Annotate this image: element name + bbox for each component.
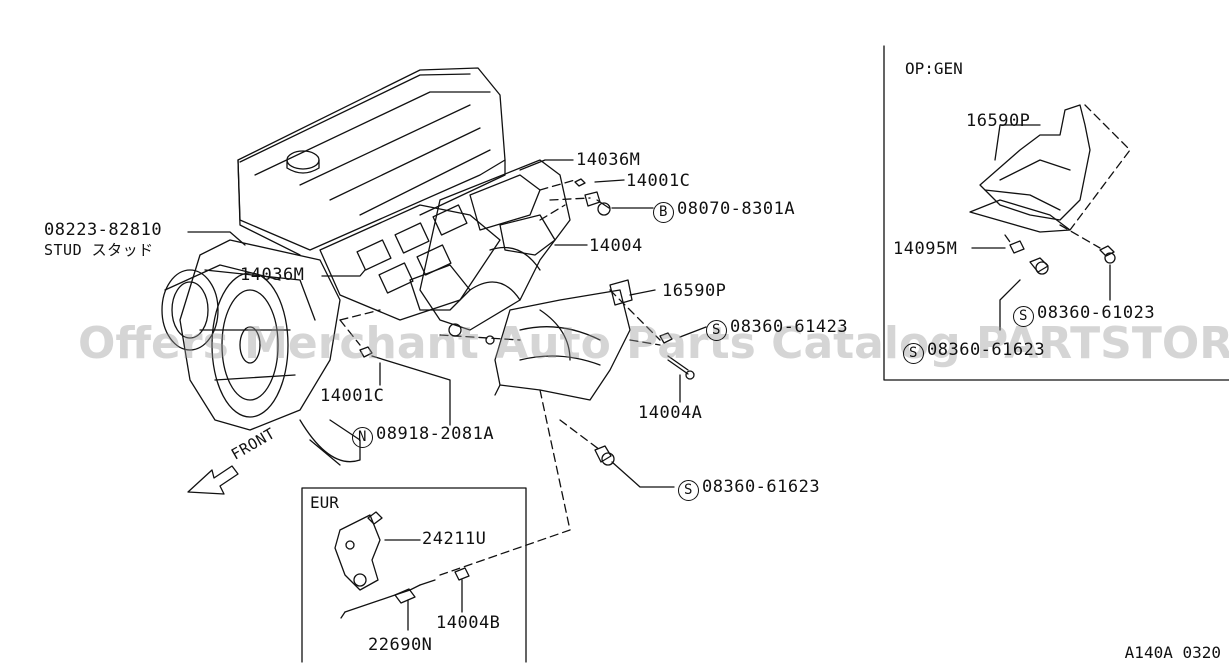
leader-lines (187, 159, 707, 488)
circle-symbol-n: N (352, 427, 373, 448)
label-14036m-left[interactable]: 14036M (240, 265, 305, 285)
circle-symbol-s: S (1013, 306, 1034, 327)
eur-box-frame (301, 487, 527, 663)
label-08223-82810[interactable]: 08223-82810 (44, 220, 163, 240)
circle-symbol-s: S (678, 480, 699, 501)
opgen-box-frame (883, 45, 1229, 381)
label-14004b[interactable]: 14004B (436, 613, 501, 633)
circle-symbol-b: B (653, 202, 674, 223)
engine-block-drawing (161, 67, 506, 466)
label-opgen-14095m[interactable]: 14095M (893, 239, 958, 259)
label-14001c-bottom[interactable]: 14001C (320, 386, 385, 406)
fasteners-drawing (359, 178, 695, 466)
label-14001c-top[interactable]: 14001C (626, 171, 691, 191)
exhaust-manifold-drawing (409, 159, 571, 345)
label-22690n[interactable]: 22690N (368, 635, 433, 655)
label-14004[interactable]: 14004 (589, 236, 643, 256)
heat-shield-drawing (494, 279, 633, 401)
label-opgen-16590p[interactable]: 16590P (966, 111, 1031, 131)
dashed-guides (339, 179, 661, 576)
diagram-code: A140A 0320 (1124, 643, 1221, 662)
label-stud: STUD スタッド (44, 241, 154, 259)
label-16590p[interactable]: 16590P (662, 281, 727, 301)
front-arrow-drawing (187, 465, 239, 495)
label-14036m-top[interactable]: 14036M (576, 150, 641, 170)
watermark-text: Offers Merchant Auto Parts Catalog PARTS… (78, 318, 1229, 369)
circle-symbol-s: S (706, 320, 727, 341)
circle-symbol-s: S (903, 343, 924, 364)
label-14004a[interactable]: 14004A (638, 403, 703, 423)
opgen-box-title: OP:GEN (905, 59, 963, 78)
eur-box-title: EUR (310, 493, 339, 512)
label-24211u[interactable]: 24211U (422, 529, 487, 549)
